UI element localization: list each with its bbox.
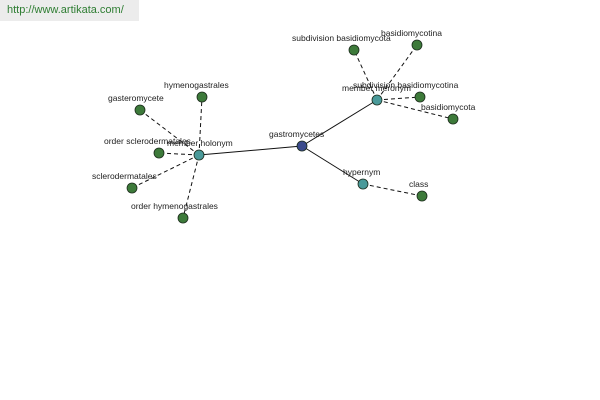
edge-member-meronym-to-basidiomycota bbox=[376, 99, 454, 120]
edge-root-to-member-meronym bbox=[301, 99, 378, 147]
nodes-layer bbox=[126, 39, 459, 224]
edge-root-to-hypernym bbox=[301, 145, 364, 185]
node-subdivision-basidiomycotina[interactable] bbox=[414, 91, 426, 103]
node-label-member-meronym[interactable]: member meronym bbox=[342, 83, 411, 93]
edge-hypernym-to-class bbox=[362, 183, 423, 197]
edge-member-holonym-to-order-hymenogastrales bbox=[182, 154, 200, 219]
node-label-gasteromycete[interactable]: gasteromycete bbox=[108, 93, 164, 103]
node-basidiomycotina[interactable] bbox=[411, 39, 423, 51]
node-hymenogastrales[interactable] bbox=[196, 91, 208, 103]
node-member-meronym[interactable] bbox=[371, 94, 383, 106]
node-label-member-holonym[interactable]: member holonym bbox=[167, 138, 233, 148]
node-label-sclerodermatales[interactable]: sclerodermatales bbox=[92, 171, 157, 181]
node-order-sclerodermatales[interactable] bbox=[153, 147, 165, 159]
node-label-subdivision-basidiomycotina[interactable]: subdivision basidiomycotina bbox=[353, 80, 459, 90]
node-label-subdivision-basidiomycota[interactable]: subdivision basidiomycota bbox=[292, 33, 391, 43]
edges-layer bbox=[131, 44, 454, 219]
watermark-url[interactable]: http://www.artikata.com/ bbox=[0, 0, 139, 21]
node-label-order-sclerodermatales[interactable]: order sclerodermatales bbox=[104, 136, 191, 146]
node-label-hymenogastrales[interactable]: hymenogastrales bbox=[164, 80, 229, 90]
node-label-class[interactable]: class bbox=[409, 179, 428, 189]
node-hypernym[interactable] bbox=[357, 178, 369, 190]
node-label-order-hymenogastrales[interactable]: order hymenogastrales bbox=[131, 201, 218, 211]
node-label-basidiomycota[interactable]: basidiomycota bbox=[421, 102, 476, 112]
node-member-holonym[interactable] bbox=[193, 149, 205, 161]
edge-member-holonym-to-gasteromycete bbox=[139, 109, 200, 156]
node-label-hypernym[interactable]: hypernym bbox=[343, 167, 380, 177]
edge-member-meronym-to-basidiomycotina bbox=[376, 44, 418, 101]
node-root[interactable] bbox=[296, 140, 308, 152]
edge-member-meronym-to-subdivision-basidiomycota bbox=[353, 49, 378, 101]
node-order-hymenogastrales[interactable] bbox=[177, 212, 189, 224]
edge-root-to-member-holonym bbox=[198, 145, 303, 156]
node-sclerodermatales[interactable] bbox=[126, 182, 138, 194]
node-basidiomycota[interactable] bbox=[447, 113, 459, 125]
edge-member-meronym-to-subdivision-basidiomycotina bbox=[376, 96, 421, 101]
edge-member-holonym-to-sclerodermatales bbox=[131, 154, 200, 189]
node-gasteromycete[interactable] bbox=[134, 104, 146, 116]
node-label-basidiomycotina[interactable]: basidiomycotina bbox=[381, 28, 442, 38]
node-class[interactable] bbox=[416, 190, 428, 202]
node-label-root[interactable]: gastromycetes bbox=[269, 129, 324, 139]
edge-member-holonym-to-order-sclerodermatales bbox=[158, 152, 200, 156]
labels-layer: gastromycetes member holonym member merony… bbox=[92, 28, 476, 211]
edge-member-holonym-to-hymenogastrales bbox=[198, 96, 203, 156]
node-subdivision-basidiomycota[interactable] bbox=[348, 44, 360, 56]
